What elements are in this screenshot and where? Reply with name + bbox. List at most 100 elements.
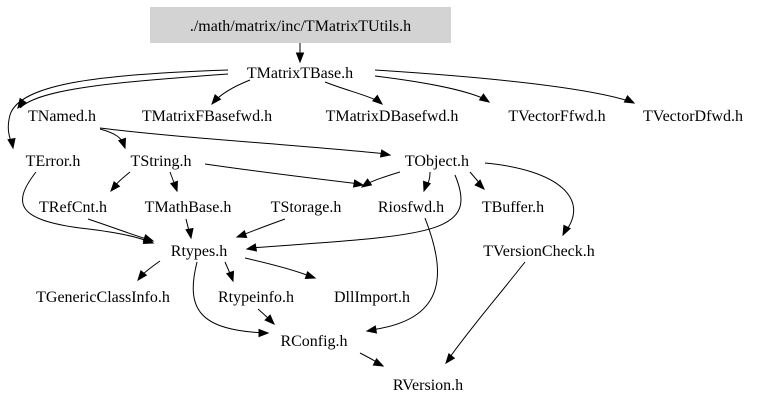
node-label: TStorage.h [271,199,342,216]
node-label: TString.h [131,153,192,170]
arrow-head-icon [211,93,222,106]
edge-line [19,73,229,109]
arrow-head-icon [371,94,384,105]
node-label: TBuffer.h [482,199,544,216]
edge-tstring-to-tmathbase [169,171,179,193]
edge-tmatrixtbase-to-terror [7,69,229,150]
arrow-head-icon [562,224,572,237]
edge-line [484,162,575,233]
node-rconfig[interactable]: RConfig.h [280,333,347,350]
edge-tmatrixtbase-to-tnamed [17,73,229,110]
node-label: TVectorDfwd.h [643,108,743,125]
node-tnamed[interactable]: TNamed.h [28,108,96,125]
node-riosfwd[interactable]: Riosfwd.h [378,199,444,216]
arrow-head-icon [169,180,179,193]
arrow-head-icon [365,325,378,334]
node-label: TError.h [26,153,81,170]
node-label: TObject.h [405,153,469,170]
node-tmatrixfbasefwd[interactable]: TMatrixFBasefwd.h [142,108,272,125]
node-rtypeinfo[interactable]: Rtypeinfo.h [218,289,294,306]
edge-tstring-to-trefcnt [110,171,131,193]
arrow-head-icon [478,93,491,103]
edge-trefcnt-to-rtypes [87,218,155,243]
edge-riosfwd-to-rconfig [365,217,438,334]
arrow-head-icon [352,179,365,188]
node-tstorage[interactable]: TStorage.h [271,199,342,216]
arrow-head-icon [245,243,258,252]
edge-rtypeinfo-to-rconfig [257,308,275,325]
edge-tmatrixtbase-to-tmatrixfbasefwd [211,79,251,106]
node-trefcnt[interactable]: TRefCnt.h [39,199,107,216]
node-label: Rtypeinfo.h [218,289,294,306]
edge-root-to-tmatrixtbase [295,43,305,64]
node-tbuffer[interactable]: TBuffer.h [482,199,544,216]
arrow-head-icon [110,180,121,193]
edge-tmatrixtbase-to-tmatrixdbasefwd [324,81,384,105]
node-root[interactable]: ./math/matrix/inc/TMatrixTUtils.h [150,7,451,43]
edge-line [324,81,381,103]
edge-line [99,127,388,155]
edge-tobject-to-riosfwd [360,171,401,188]
arrow-head-icon [295,52,305,64]
arrow-head-icon [264,314,275,325]
arrow-head-icon [258,328,270,338]
node-tmathbase[interactable]: TMathBase.h [145,199,232,216]
arrow-head-icon [474,179,485,190]
edge-tversioncheck-to-rversion [445,261,526,365]
node-tgenericclassinfo[interactable]: TGenericClassInfo.h [36,289,170,306]
node-tobject[interactable]: TObject.h [405,153,469,170]
edge-line [192,261,266,334]
edge-rtypes-to-tgenericclassinfo [137,260,161,282]
arrow-head-icon [137,269,148,282]
node-label: Rtypes.h [171,243,227,260]
nodes-layer: ./math/matrix/inc/TMatrixTUtils.hTMatrix… [26,7,743,394]
arrow-head-icon [7,137,16,150]
edge-line [87,218,151,241]
node-tstring[interactable]: TString.h [131,153,192,170]
node-label: TVersionCheck.h [483,243,595,260]
node-tvectorffwd[interactable]: TVectorFfwd.h [508,108,605,125]
node-rtypes[interactable]: Rtypes.h [171,243,227,260]
edge-rtypes-to-dllimport [244,257,317,280]
node-label: TMatrixDBasefwd.h [326,108,459,125]
edges-layer [7,43,636,367]
edge-rtypes-to-rconfig [192,261,270,338]
edge-tstring-to-riosfwd [204,163,365,188]
arrow-head-icon [360,178,373,188]
edge-line [239,218,286,237]
node-label: TRefCnt.h [39,199,107,216]
edge-tmatrixtbase-to-tvectordfwd [374,69,636,104]
edge-line [244,257,313,278]
arrow-head-icon [623,94,636,104]
edge-tmathbase-to-rtypes [185,218,194,240]
edge-line [204,163,361,185]
edge-tnamed-to-tobject [99,127,392,158]
node-tmatrixdbasefwd[interactable]: TMatrixDBasefwd.h [326,108,459,125]
node-tvectordfwd[interactable]: TVectorDfwd.h [643,108,743,125]
node-label: Riosfwd.h [378,199,444,216]
arrow-head-icon [185,227,194,240]
node-rversion[interactable]: RVersion.h [393,377,463,394]
node-tversioncheck[interactable]: TVersionCheck.h [483,243,595,260]
node-label: ./math/matrix/inc/TMatrixTUtils.h [190,18,411,35]
edge-tobject-to-tbuffer [469,171,485,190]
node-terror[interactable]: TError.h [26,153,81,170]
arrow-head-icon [117,137,127,150]
node-dllimport[interactable]: DllImport.h [334,289,410,306]
arrow-head-icon [422,180,432,193]
node-tmatrixtbase[interactable]: TMatrixTBase.h [247,65,353,82]
edge-line [7,69,229,146]
arrow-head-icon [445,352,456,365]
arrow-head-icon [372,357,385,367]
edge-line [374,75,488,101]
node-label: TNamed.h [28,108,96,125]
edge-tnamed-to-tstring [99,128,127,150]
root-node-box [150,7,451,43]
edge-tmatrixtbase-to-tvectorffwd [374,75,491,103]
edge-tobject-to-tversioncheck [484,162,575,237]
edge-line [374,69,633,103]
edge-line [22,171,151,243]
node-label: TMatrixTBase.h [247,65,353,82]
node-label: TVectorFfwd.h [508,108,605,125]
